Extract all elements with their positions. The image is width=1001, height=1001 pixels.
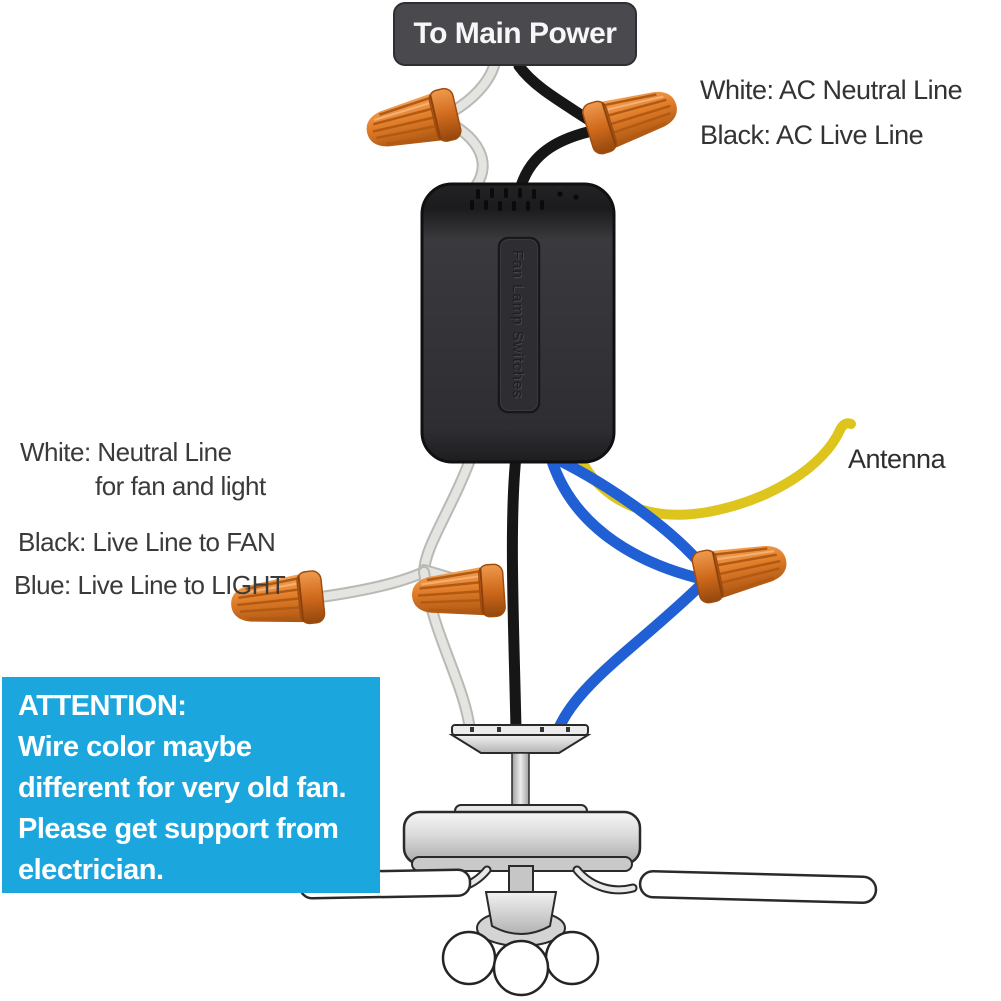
live-line-light-label: Blue: Live Line to LIGHT <box>14 570 286 600</box>
fan-canopy <box>448 724 592 754</box>
live-line-fan-label: Black: Live Line to FAN <box>18 527 276 557</box>
blue-live-wire-to-light <box>540 448 712 736</box>
fan-motor <box>402 804 642 872</box>
neutral-line-label: White: Neutral Line <box>20 437 232 467</box>
fan-downrod <box>511 752 530 809</box>
attention-line: Wire color maybe <box>18 731 252 763</box>
fan-blade-right <box>638 870 878 904</box>
ac-neutral-label: White: AC Neutral Line <box>700 75 963 105</box>
fan-light-kit <box>441 865 600 997</box>
to-main-power-text: To Main Power <box>413 17 617 50</box>
antenna-label: Antenna <box>848 444 946 474</box>
attention-line: different for very old fan. <box>18 772 347 804</box>
top-wires <box>442 60 604 192</box>
receiver-module: Fan Lamp Switches Fan Lamp Switches <box>420 182 616 464</box>
light-bulb-left <box>441 930 497 986</box>
receiver-emboss-plate: Fan Lamp Switches Fan Lamp Switches <box>497 236 541 414</box>
wire-nut-top-right <box>579 78 685 158</box>
light-bulb-center <box>492 939 550 997</box>
receiver-embossed-text-highlight: Fan Lamp Switches <box>510 251 527 400</box>
attention-box: ATTENTION: Wire color maybe different fo… <box>2 677 380 893</box>
receiver-embossed-text: Fan Lamp Switches <box>509 250 526 399</box>
neutral-line-label-2: for fan and light <box>95 471 266 501</box>
attention-heading: ATTENTION: <box>18 690 187 722</box>
light-bulb-right <box>544 930 600 986</box>
black-live-wire-to-fan <box>506 450 522 736</box>
wire-nut-top-left <box>360 85 464 160</box>
to-main-power-label: To Main Power <box>393 2 637 66</box>
wire-nut-blue <box>689 533 793 606</box>
attention-line: electrician. <box>18 854 164 886</box>
receiver-vent-slots <box>470 188 579 211</box>
ac-legend: White: AC Neutral Line Black: AC Live Li… <box>700 68 963 158</box>
attention-line: Please get support from <box>18 813 339 845</box>
ac-live-label: Black: AC Live Line <box>700 120 924 150</box>
ceiling-fan <box>298 724 878 997</box>
